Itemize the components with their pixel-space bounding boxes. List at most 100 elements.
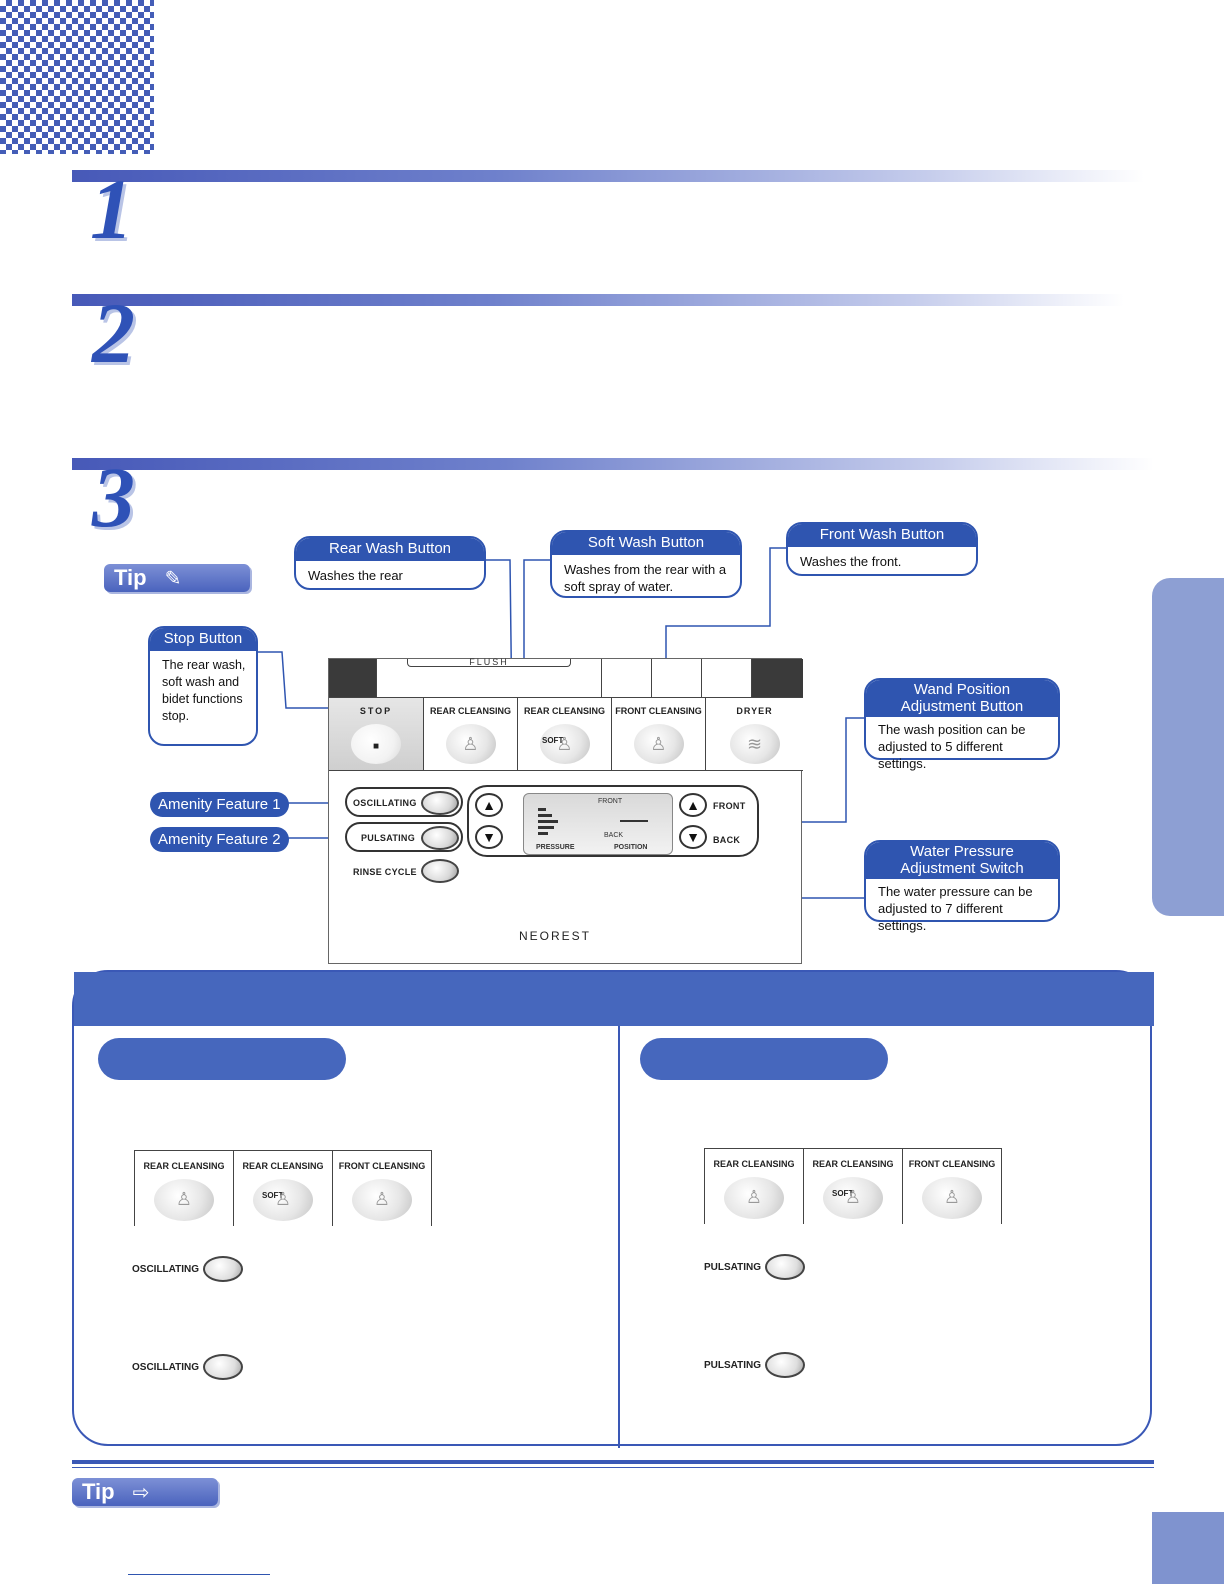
stop-square-icon: ■ bbox=[372, 741, 380, 752]
pulsating-button[interactable] bbox=[765, 1254, 806, 1280]
stop-callout-title: Stop Button bbox=[150, 628, 256, 651]
front-label: FRONT bbox=[713, 801, 746, 811]
stop-callout: Stop Button The rear wash, soft wash and… bbox=[148, 626, 258, 746]
brand-logo: NEOREST bbox=[519, 929, 592, 943]
step-1-number: 1 bbox=[90, 161, 133, 257]
oscillating-button[interactable] bbox=[203, 1256, 244, 1282]
footnote-rule bbox=[128, 1574, 270, 1575]
soft-wash-icon: ♙ bbox=[844, 1187, 862, 1207]
pressure-up-button[interactable]: ▲ bbox=[475, 793, 503, 817]
rear-wash-icon: ♙ bbox=[175, 1189, 193, 1209]
mini-soft-label: SOFT bbox=[262, 1191, 284, 1200]
right-section-pill bbox=[640, 1038, 888, 1080]
page-corner-tab bbox=[1152, 1512, 1224, 1584]
lcd-display: FRONT BACK PRESSURE POSITION bbox=[523, 793, 673, 855]
mini-front-cleansing-label: FRONT CLEANSING bbox=[338, 1161, 426, 1171]
mini-rear-cleansing-label: REAR CLEANSING bbox=[713, 1159, 795, 1169]
bottom-rule bbox=[72, 1460, 1154, 1464]
mini-soft-cleansing-label: REAR CLEANSING bbox=[242, 1161, 324, 1171]
step-3-number: 3 bbox=[92, 449, 135, 545]
mini-rear-cleansing-label: REAR CLEANSING bbox=[143, 1161, 225, 1171]
left-oscillating-control-2: OSCILLATING bbox=[132, 1354, 244, 1380]
dryer-button[interactable]: DRYER ≋ bbox=[705, 698, 803, 770]
mini-soft-cleansing-label: REAR CLEANSING bbox=[812, 1159, 894, 1169]
rear-cleansing-label: REAR CLEANSING bbox=[429, 706, 511, 716]
mini-front-cleansing-button[interactable]: FRONT CLEANSING ♙ bbox=[332, 1151, 432, 1226]
mini-rear-cleansing-button[interactable]: REAR CLEANSING ♙ bbox=[134, 1151, 233, 1226]
front-wash-callout-title: Front Wash Button bbox=[788, 524, 976, 547]
amenity-features-box: REAR CLEANSING ♙ REAR CLEANSING SOFT ♙ F… bbox=[72, 970, 1154, 1448]
lcd-front-label: FRONT bbox=[598, 798, 623, 805]
lcd-position-label: POSITION bbox=[614, 844, 648, 851]
soft-wash-icon: ♙ bbox=[274, 1189, 292, 1209]
pencil-icon: ✎ bbox=[164, 567, 182, 590]
bottom-rule-thin bbox=[72, 1467, 1154, 1468]
pressure-level-bars bbox=[538, 808, 562, 838]
step-1-rule bbox=[72, 170, 1144, 182]
back-label: BACK bbox=[713, 835, 741, 845]
mini-soft-label: SOFT bbox=[832, 1189, 854, 1198]
pressure-down-button[interactable]: ▼ bbox=[475, 825, 503, 849]
step-2-rule bbox=[72, 294, 1124, 306]
adjustment-cluster: ▲ ▼ FRONT BACK PRESSURE POSITION ▲ ▼ FRO… bbox=[467, 785, 759, 857]
oscillating-button[interactable] bbox=[203, 1354, 244, 1380]
front-wash-icon: ♙ bbox=[943, 1187, 961, 1207]
pulsating-button[interactable] bbox=[765, 1352, 806, 1378]
left-oscillating-control-1: OSCILLATING bbox=[132, 1256, 244, 1282]
rinse-cycle-button[interactable] bbox=[421, 859, 459, 883]
soft-wash-icon: ♙ bbox=[556, 734, 573, 754]
step-2-number: 2 bbox=[92, 285, 135, 381]
front-wash-icon: ♙ bbox=[650, 734, 667, 754]
mini-rear-cleansing-button[interactable]: REAR CLEANSING ♙ bbox=[704, 1149, 803, 1224]
wand-position-callout: Wand Position Adjustment Button The wash… bbox=[864, 678, 1060, 771]
lcd-pressure-label: PRESSURE bbox=[536, 844, 575, 851]
flush-button[interactable]: FLUSH bbox=[407, 658, 571, 667]
right-mini-panel: REAR CLEANSING ♙ REAR CLEANSING SOFT ♙ F… bbox=[704, 1148, 1002, 1224]
stop-callout-text: The rear wash, soft wash and bidet funct… bbox=[162, 657, 246, 723]
front-cleansing-button[interactable]: FRONT CLEANSING ♙ bbox=[611, 698, 705, 770]
mini-soft-cleansing-button[interactable]: REAR CLEANSING SOFT ♙ bbox=[803, 1149, 902, 1224]
right-pulsating-control-1: PULSATING bbox=[704, 1254, 806, 1280]
right-pulsating-control-2: PULSATING bbox=[704, 1352, 806, 1378]
position-back-button[interactable]: ▼ bbox=[679, 825, 707, 849]
water-pressure-callout-text: The water pressure can be adjusted to 7 … bbox=[878, 884, 1033, 933]
pulsating-button[interactable] bbox=[421, 826, 459, 850]
tip-badge-bottom: Tip ⇨ bbox=[72, 1478, 218, 1506]
soft-label: SOFT bbox=[542, 736, 564, 745]
oscillating-button[interactable] bbox=[421, 791, 459, 815]
wand-position-callout-title: Wand Position Adjustment Button bbox=[866, 680, 1058, 717]
box-header-band bbox=[74, 972, 1154, 1026]
arrow-right-icon: ⇨ bbox=[132, 1481, 150, 1504]
left-mini-panel: REAR CLEANSING ♙ REAR CLEANSING SOFT ♙ F… bbox=[134, 1150, 432, 1226]
flush-area: FLUSH bbox=[376, 658, 752, 697]
left-section-pill bbox=[98, 1038, 346, 1080]
remote-control-panel: FLUSH STOP ■ REAR CLEANSING ♙ REAR CLEAN… bbox=[328, 658, 803, 964]
position-front-button[interactable]: ▲ bbox=[679, 793, 707, 817]
mini-front-cleansing-button[interactable]: FRONT CLEANSING ♙ bbox=[902, 1149, 1002, 1224]
stop-button-label: STOP bbox=[359, 706, 393, 716]
remote-top-bar: FLUSH bbox=[329, 658, 803, 697]
soft-wash-callout-title: Soft Wash Button bbox=[552, 532, 740, 555]
amenity-feature-2-label: Amenity Feature 2 bbox=[150, 827, 289, 852]
front-wash-callout-text: Washes the front. bbox=[800, 553, 902, 569]
mini-front-cleansing-label: FRONT CLEANSING bbox=[908, 1159, 996, 1169]
dryer-label: DRYER bbox=[736, 706, 773, 716]
mini-soft-cleansing-button[interactable]: REAR CLEANSING SOFT ♙ bbox=[233, 1151, 332, 1226]
rear-cleansing-button[interactable]: REAR CLEANSING ♙ bbox=[423, 698, 517, 770]
rear-wash-callout-text: Washes the rear bbox=[308, 567, 403, 583]
oscillating-label: OSCILLATING bbox=[353, 798, 417, 808]
soft-rear-cleansing-button[interactable]: REAR CLEANSING SOFT ♙ bbox=[517, 698, 611, 770]
tip-label: Tip bbox=[114, 565, 147, 590]
rear-wash-callout: Rear Wash Button Washes the rear bbox=[294, 536, 486, 590]
wand-position-callout-text: The wash position can be adjusted to 5 d… bbox=[878, 722, 1026, 771]
water-pressure-callout-title: Water Pressure Adjustment Switch bbox=[866, 842, 1058, 879]
rear-wash-icon: ♙ bbox=[745, 1187, 763, 1207]
oscillating-label: OSCILLATING bbox=[132, 1263, 200, 1275]
soft-wash-callout-text: Washes from the rear with a soft spray o… bbox=[564, 561, 727, 594]
tip-badge: Tip ✎ bbox=[104, 564, 250, 592]
side-tab bbox=[1152, 578, 1224, 916]
rear-wash-icon: ♙ bbox=[462, 734, 479, 754]
front-cleansing-label: FRONT CLEANSING bbox=[615, 706, 702, 716]
stop-button[interactable]: STOP ■ bbox=[329, 698, 423, 770]
function-button-row: STOP ■ REAR CLEANSING ♙ REAR CLEANSING S… bbox=[329, 697, 803, 771]
